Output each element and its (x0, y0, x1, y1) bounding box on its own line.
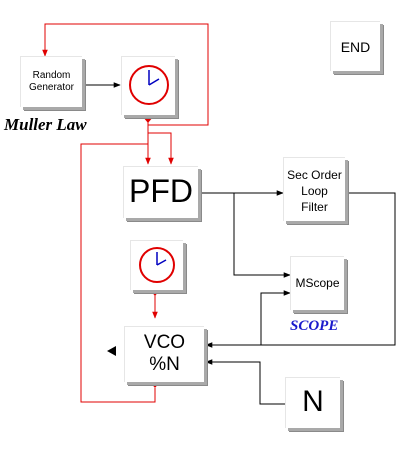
clock-block-mid[interactable] (130, 240, 183, 290)
random-generator-label-line1: Random (32, 70, 71, 81)
pfd-block[interactable]: PFD (123, 166, 198, 218)
mscope-label: MScope (295, 276, 340, 290)
activation-link-clock-to-pfd-right (148, 132, 174, 165)
pfd-label: PFD (129, 173, 193, 209)
link-pfd-to-mscope (233, 193, 291, 278)
muller-law-caption: Muller Law (4, 115, 87, 134)
link-n-to-vco (205, 359, 285, 405)
vco-label-line1: VCO (143, 332, 186, 353)
n-label: N (302, 385, 324, 418)
activation-link-vco-loop (80, 143, 156, 403)
random-generator-label-line2: Generator (28, 82, 75, 93)
end-block[interactable]: END (330, 21, 380, 71)
n-block[interactable]: N (285, 377, 340, 428)
loop-filter-block[interactable]: Sec Order Loop Filter (283, 157, 345, 221)
random-generator-block[interactable]: Random Generator (20, 56, 82, 107)
vco-label-line2: %N (149, 354, 180, 375)
vco-block[interactable]: VCO %N (124, 326, 204, 382)
mscope-block[interactable]: MScope (290, 256, 344, 310)
output-port-vco-left (107, 346, 116, 356)
link-filter-to-vco (205, 192, 396, 348)
loop-filter-label-line1: Sec Order (287, 168, 342, 182)
output-port-clock-top (143, 117, 153, 123)
clock-icon (139, 247, 175, 283)
clock-block-top[interactable] (121, 56, 175, 115)
clock-icon (129, 65, 169, 105)
scope-caption: SCOPE (290, 318, 339, 334)
loop-filter-label-line2: Loop (301, 184, 328, 198)
link-vco-to-mscope (260, 290, 291, 345)
output-port-vco (150, 382, 160, 388)
end-label: END (340, 39, 371, 55)
loop-filter-label-line3: Filter (301, 200, 328, 214)
output-port-clock-mid (150, 290, 160, 296)
